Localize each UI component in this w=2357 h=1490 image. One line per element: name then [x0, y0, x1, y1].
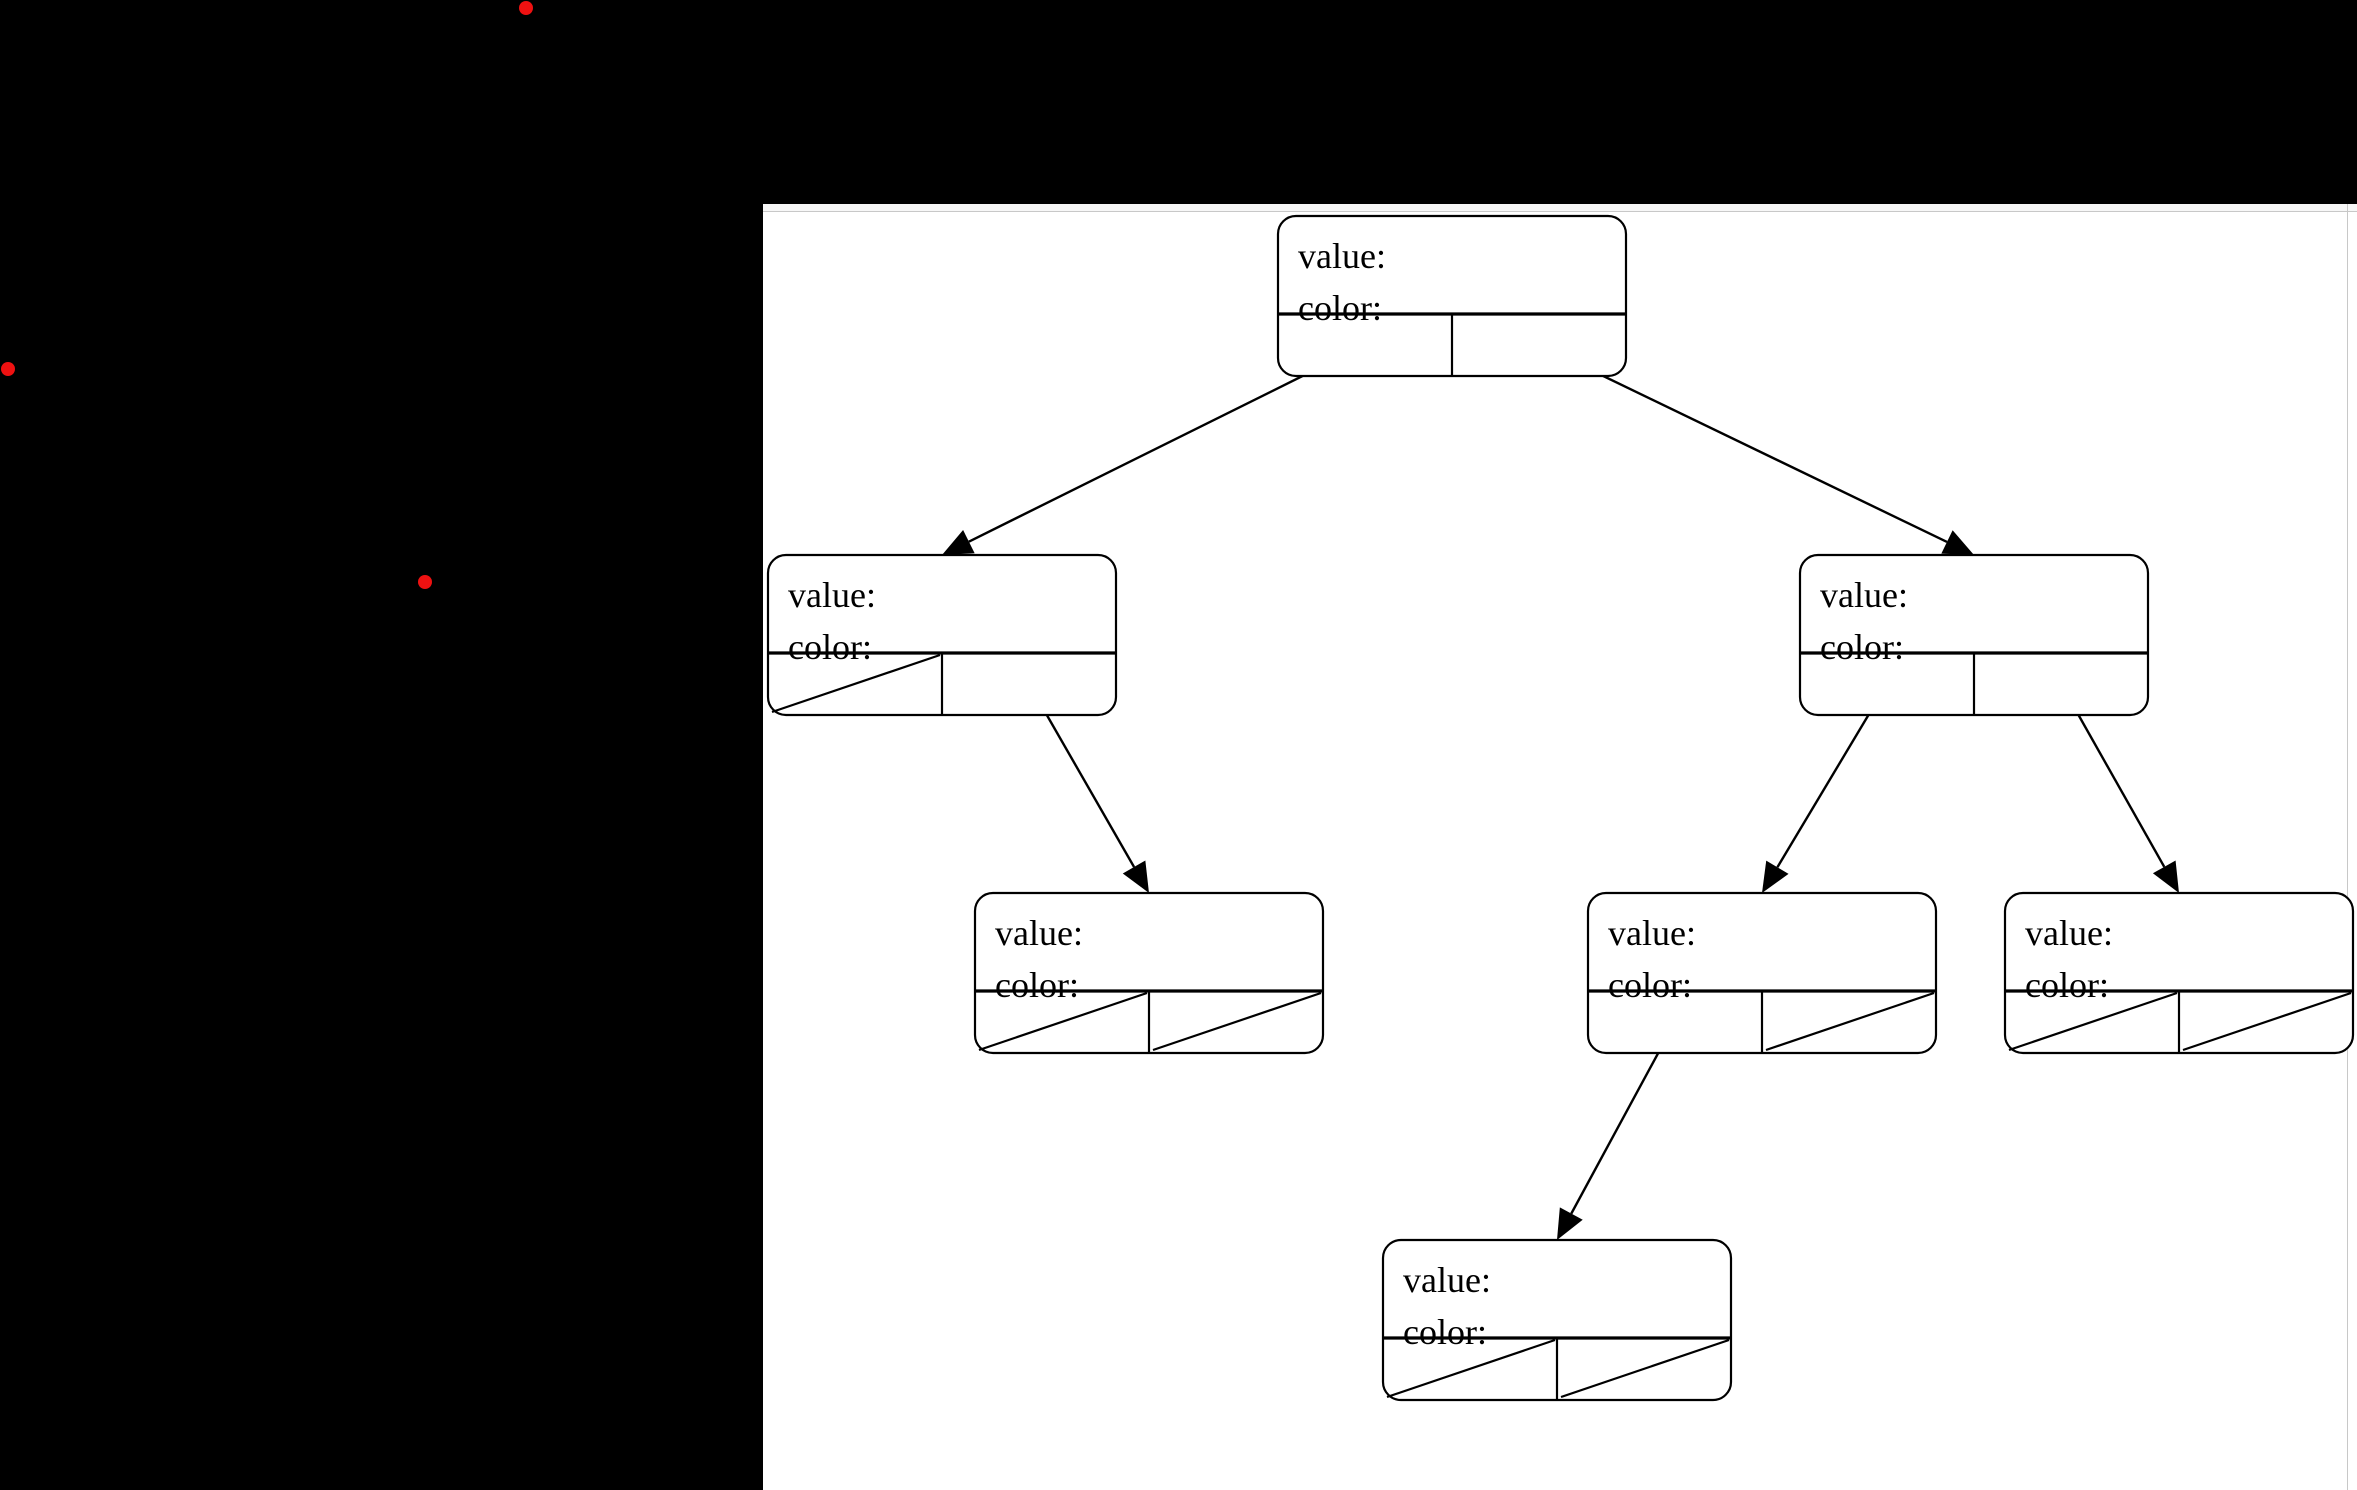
- pointer-cell-right[interactable]: [2182, 991, 2352, 1052]
- pointer-cell-right[interactable]: [1152, 991, 1322, 1052]
- node-value-label: value:: [1403, 1260, 1491, 1300]
- pointer-cell-right[interactable]: [1560, 1338, 1730, 1399]
- null-pointer-slash: [1560, 1338, 1730, 1399]
- edge-layer: [942, 343, 2179, 1240]
- node-value-label: value:: [1608, 913, 1696, 953]
- tree-node-n-l[interactable]: value: color:: [766, 553, 1118, 717]
- null-pointer-slash: [1765, 991, 1935, 1052]
- tree-node-root[interactable]: value: color:: [1276, 214, 1628, 378]
- node-color-label: color:: [1298, 288, 1382, 328]
- node-value-label: value:: [1820, 575, 1908, 615]
- pointer-cell-right[interactable]: [1765, 991, 1935, 1052]
- node-color-label: color:: [1820, 627, 1904, 667]
- tree-edge: [1557, 1021, 1677, 1240]
- red-dot-left: [1, 362, 15, 376]
- pointer-cell-left[interactable]: [1386, 1338, 1556, 1399]
- red-dot-top: [519, 1, 533, 15]
- null-pointer-slash: [1152, 991, 1322, 1052]
- tree-node-n-r[interactable]: value: color:: [1798, 553, 2150, 717]
- node-value-label: value:: [995, 913, 1083, 953]
- panel-right-border: [2347, 204, 2348, 1490]
- pointer-cell-left[interactable]: [2008, 991, 2178, 1052]
- diagram-panel: value:color:value:color:value:color:valu…: [763, 204, 2357, 1490]
- node-color-label: color:: [1608, 965, 1692, 1005]
- tree-node-n-rl[interactable]: value: color:: [1586, 891, 1938, 1055]
- tree-node-n-lr[interactable]: value: color:: [973, 891, 1325, 1055]
- pointer-cell-left[interactable]: [771, 653, 941, 714]
- tree-node-n-rll[interactable]: value: color:: [1381, 1238, 1733, 1402]
- node-color-label: color:: [1403, 1312, 1487, 1352]
- panel-top-strip: [763, 204, 2357, 211]
- pointer-cell-left[interactable]: [978, 991, 1148, 1052]
- tree-node-n-rr[interactable]: value: color:: [2003, 891, 2355, 1055]
- null-pointer-slash: [2008, 991, 2178, 1052]
- null-pointer-slash: [771, 653, 941, 714]
- null-pointer-slash: [978, 991, 1148, 1052]
- tree-edge: [1538, 343, 1974, 555]
- node-value-label: value:: [788, 575, 876, 615]
- null-pointer-slash: [2182, 991, 2352, 1052]
- node-value-label: value:: [1298, 236, 1386, 276]
- node-layer: value:color:value:color:value:color:valu…: [766, 214, 2355, 1402]
- node-color-label: color:: [995, 965, 1079, 1005]
- binary-tree-diagram: value:color:value:color:value:color:valu…: [766, 214, 2355, 1402]
- node-color-label: color:: [788, 627, 872, 667]
- node-color-label: color:: [2025, 965, 2109, 1005]
- null-pointer-slash: [1386, 1338, 1556, 1399]
- panel-top-border: [763, 211, 2357, 212]
- node-value-label: value:: [2025, 913, 2113, 953]
- tree-edge: [942, 343, 1366, 555]
- red-dot-mid: [418, 575, 432, 589]
